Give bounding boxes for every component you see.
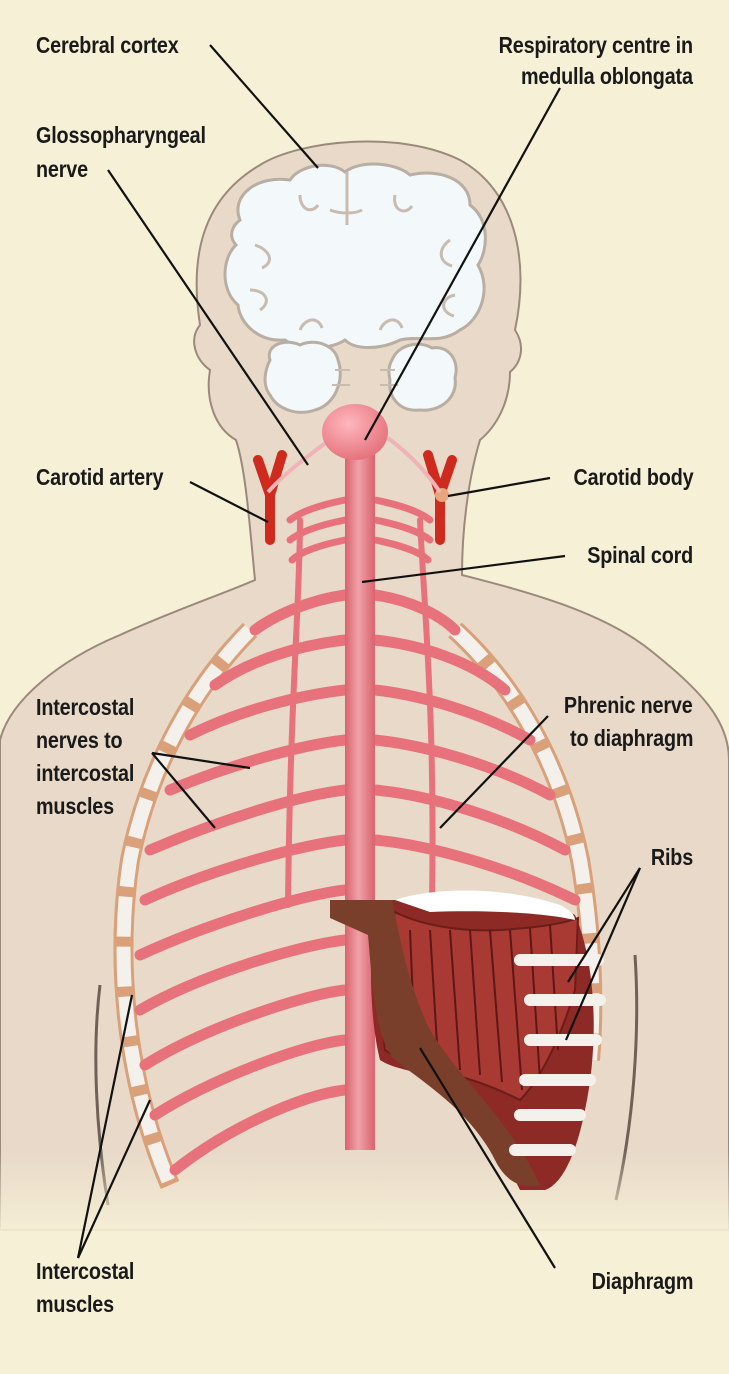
label-respiratory-centre-line2: medulla oblongata bbox=[521, 63, 693, 89]
label-phrenic-nerve-line2: to diaphragm bbox=[569, 725, 693, 751]
label-intercostal-muscles-line1: Intercostal bbox=[36, 1258, 135, 1284]
leader-cerebral-cortex bbox=[209, 44, 319, 169]
leader-intercostal-nerves-b bbox=[151, 752, 216, 829]
label-intercostal-nerves-line4: muscles bbox=[36, 793, 114, 819]
label-respiratory-centre-line1: Respiratory centre in bbox=[498, 32, 693, 58]
label-cerebral-cortex: Cerebral cortex bbox=[36, 32, 179, 58]
label-ribs: Ribs bbox=[650, 844, 693, 870]
glossopharyngeal-nerve-right bbox=[386, 436, 442, 494]
bottom-fade bbox=[0, 1150, 729, 1240]
label-intercostal-muscles-line2: muscles bbox=[36, 1291, 114, 1317]
leader-respiratory-centre bbox=[364, 87, 561, 441]
leader-carotid-artery bbox=[189, 481, 269, 523]
brain bbox=[223, 162, 487, 414]
label-carotid-body: Carotid body bbox=[573, 464, 693, 490]
leader-ribs-a bbox=[567, 867, 641, 983]
spinal-cord bbox=[345, 440, 375, 1150]
label-diaphragm: Diaphragm bbox=[591, 1268, 693, 1294]
leader-intercostal-muscles-b bbox=[76, 1099, 152, 1259]
leader-phrenic-nerve bbox=[439, 715, 549, 829]
leader-spinal-cord bbox=[361, 554, 566, 584]
leader-lines bbox=[76, 44, 642, 1269]
leader-carotid-body bbox=[447, 476, 551, 498]
leader-intercostal-muscles-a bbox=[76, 994, 134, 1259]
label-intercostal-nerves-line1: Intercostal bbox=[36, 694, 135, 720]
leader-ribs-b bbox=[564, 867, 642, 1041]
leader-glossopharyngeal bbox=[107, 169, 309, 466]
label-phrenic-nerve-line1: Phrenic nerve bbox=[564, 692, 693, 718]
intercostal-nerves bbox=[134, 589, 581, 1176]
label-carotid-artery: Carotid artery bbox=[36, 464, 164, 490]
label-intercostal-nerves-line2: nerves to bbox=[36, 727, 123, 753]
label-glossopharyngeal-line2: nerve bbox=[36, 156, 88, 182]
medulla-oblongata bbox=[322, 404, 388, 460]
cervical-nerves bbox=[285, 496, 436, 908]
leader-diaphragm bbox=[419, 1047, 556, 1269]
label-glossopharyngeal-line1: Glossopharyngeal bbox=[36, 122, 206, 148]
label-spinal-cord: Spinal cord bbox=[587, 542, 693, 568]
label-intercostal-nerves-line3: intercostal bbox=[36, 760, 135, 786]
diaphragm bbox=[330, 890, 606, 1190]
leader-intercostal-nerves-a bbox=[151, 751, 251, 770]
